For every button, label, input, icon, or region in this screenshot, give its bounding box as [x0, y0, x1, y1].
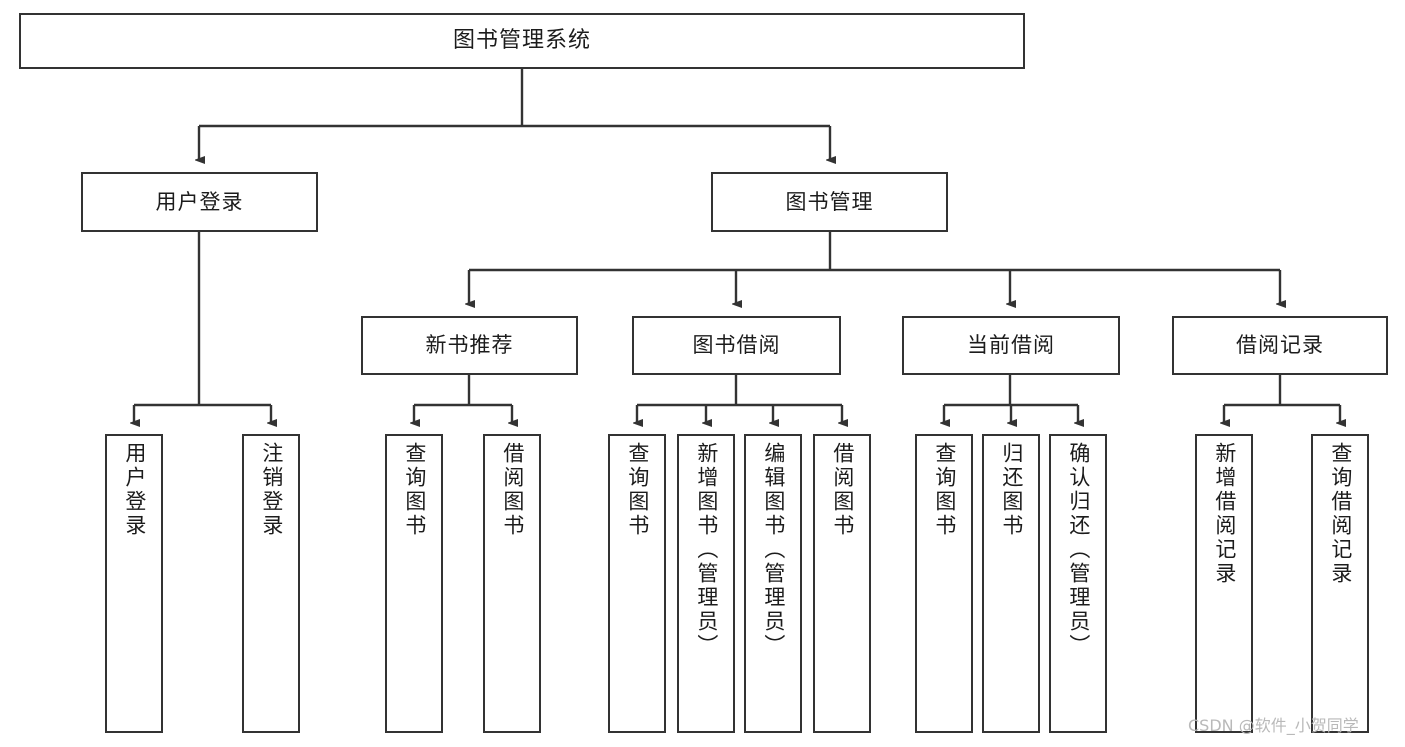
leaf-borrow-book-recommend[interactable]: 借阅图书	[483, 434, 541, 733]
leaf-borrow-book[interactable]: 借阅图书	[813, 434, 871, 733]
node-label: 查询图书	[932, 442, 957, 538]
leaf-add-book[interactable]: 新增图书（管理员）	[677, 434, 735, 733]
node-label: 图书管理系统	[452, 28, 591, 54]
leaf-logout-login[interactable]: 注销登录	[242, 434, 300, 733]
node-user-login[interactable]: 用户登录	[81, 172, 318, 232]
node-label: 图书管理	[785, 189, 874, 214]
node-label: 新书推荐	[425, 333, 514, 358]
node-label: 查询图书	[625, 442, 650, 538]
node-borrow-record[interactable]: 借阅记录	[1172, 316, 1388, 375]
node-label: 借阅记录	[1236, 333, 1324, 358]
node-label: 新增借阅记录	[1212, 442, 1237, 586]
node-root-book-management-system[interactable]: 图书管理系统	[19, 13, 1025, 69]
node-label: 注销登录	[259, 442, 284, 538]
leaf-user-login[interactable]: 用户登录	[105, 434, 163, 733]
node-current-borrow[interactable]: 当前借阅	[902, 316, 1120, 375]
node-book-borrow[interactable]: 图书借阅	[632, 316, 841, 375]
node-label: 新增图书（管理员）	[694, 442, 719, 658]
node-label: 图书借阅	[692, 333, 781, 358]
leaf-confirm-return[interactable]: 确认归还（管理员）	[1049, 434, 1107, 733]
leaf-query-book-recommend[interactable]: 查询图书	[385, 434, 443, 733]
node-label: 借阅图书	[830, 442, 855, 538]
node-label: 查询图书	[402, 442, 427, 538]
node-label: 查询借阅记录	[1328, 442, 1353, 586]
leaf-return-book[interactable]: 归还图书	[982, 434, 1040, 733]
node-label: 用户登录	[155, 189, 244, 214]
node-label: 借阅图书	[500, 442, 525, 538]
node-label: 编辑图书（管理员）	[761, 442, 786, 658]
node-label: 确认归还（管理员）	[1066, 442, 1091, 658]
leaf-query-borrow-record[interactable]: 查询借阅记录	[1311, 434, 1369, 733]
leaf-query-book-borrow[interactable]: 查询图书	[608, 434, 666, 733]
node-new-book-recommend[interactable]: 新书推荐	[361, 316, 578, 375]
leaf-query-book-current[interactable]: 查询图书	[915, 434, 973, 733]
csdn-watermark: CSDN @软件_小贺同学	[1188, 716, 1359, 735]
leaf-edit-book[interactable]: 编辑图书（管理员）	[744, 434, 802, 733]
node-label: 用户登录	[122, 442, 147, 538]
node-label: 归还图书	[999, 442, 1024, 538]
node-label: 当前借阅	[967, 333, 1055, 358]
node-book-management[interactable]: 图书管理	[711, 172, 948, 232]
leaf-add-borrow-record[interactable]: 新增借阅记录	[1195, 434, 1253, 733]
